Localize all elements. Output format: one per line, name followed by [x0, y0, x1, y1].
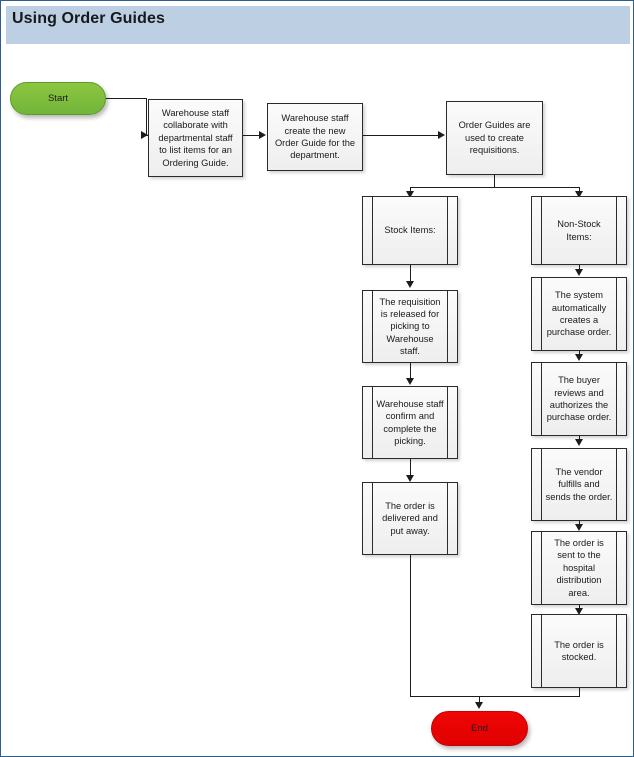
- predefined-sent-to-hospital-label: The order is sent to the hospital distri…: [554, 538, 604, 598]
- predefined-order-delivered[interactable]: The order is delivered and put away.: [362, 482, 458, 555]
- arrow-into-collaborate-icon: [141, 130, 148, 139]
- connector-split-right-drop: [579, 187, 580, 193]
- predefined-buyer-authorizes-label: The buyer reviews and authorizes the pur…: [546, 375, 612, 423]
- arrow-into-end-icon: [474, 702, 483, 709]
- process-collaborate-label: Warehouse staff collaborate with departm…: [158, 108, 233, 168]
- predefined-requisition-released[interactable]: The requisition is released for picking …: [362, 290, 458, 363]
- process-create-guide[interactable]: Warehouse staff create the new Order Gui…: [267, 103, 363, 171]
- predefined-non-stock-items-label: Non-Stock Items:: [557, 219, 601, 242]
- connector-split-left-drop: [410, 187, 411, 193]
- arrow-into-order-delivered-icon: [405, 475, 414, 482]
- predefined-order-delivered-label: The order is delivered and put away.: [382, 500, 438, 536]
- connector-create-to-requisitions: [363, 135, 441, 136]
- predefined-stock-items[interactable]: Stock Items:: [362, 196, 458, 265]
- connector-buyer-to-vendor: [579, 436, 580, 441]
- arrow-into-buyer-authorizes-icon: [574, 354, 583, 361]
- start-label: Start: [47, 93, 69, 104]
- connector-system-po-to-buyer: [579, 351, 580, 356]
- arrow-into-stock-items-icon: [405, 191, 414, 198]
- predefined-requisition-released-label: The requisition is released for picking …: [379, 296, 441, 357]
- predefined-system-creates-po-label: The system automatically creates a purch…: [546, 290, 612, 338]
- connector-hospital-to-stocked: [579, 605, 580, 610]
- predefined-stock-items-label: Stock Items:: [384, 225, 436, 236]
- diagram-canvas: Start Warehouse staff collaborate with d…: [6, 45, 630, 752]
- connector-stock-to-requisition-released: [410, 265, 411, 283]
- connector-stocked-to-end: [579, 688, 580, 696]
- arrow-into-requisition-released-icon: [405, 281, 414, 288]
- end-label: End: [471, 723, 488, 734]
- arrow-into-order-stocked-icon: [574, 608, 583, 615]
- arrow-into-system-creates-po-icon: [574, 269, 583, 276]
- arrow-into-requisitions-icon: [438, 130, 445, 139]
- predefined-order-stocked[interactable]: The order is stocked.: [531, 614, 627, 688]
- connector-vendor-to-hospital: [579, 521, 580, 526]
- predefined-system-creates-po[interactable]: The system automatically creates a purch…: [531, 277, 627, 351]
- predefined-vendor-fulfills-label: The vendor fulfills and sends the order.: [545, 466, 613, 502]
- connector-confirm-to-delivered: [410, 459, 411, 477]
- connector-merge-bus: [410, 696, 580, 697]
- connector-nonstock-to-system-po: [579, 265, 580, 271]
- arrow-into-confirm-picking-icon: [405, 378, 414, 385]
- header-bar: [6, 6, 630, 44]
- process-requisitions-label: Order Guides are used to create requisit…: [458, 120, 531, 156]
- predefined-confirm-picking[interactable]: Warehouse staff confirm and complete the…: [362, 386, 458, 459]
- predefined-confirm-picking-label: Warehouse staff confirm and complete the…: [376, 398, 444, 446]
- predefined-sent-to-hospital[interactable]: The order is sent to the hospital distri…: [531, 531, 627, 605]
- arrow-into-create-guide-icon: [259, 130, 266, 139]
- end-terminator[interactable]: End: [431, 711, 528, 746]
- connector-start-down: [146, 98, 147, 135]
- arrow-into-non-stock-items-icon: [574, 191, 583, 198]
- predefined-order-stocked-label: The order is stocked.: [554, 639, 604, 662]
- page-title: Using Order Guides: [12, 10, 165, 27]
- predefined-vendor-fulfills[interactable]: The vendor fulfills and sends the order.: [531, 448, 627, 521]
- arrow-into-sent-to-hospital-icon: [574, 524, 583, 531]
- predefined-non-stock-items[interactable]: Non-Stock Items:: [531, 196, 627, 265]
- process-requisitions[interactable]: Order Guides are used to create requisit…: [446, 101, 543, 175]
- start-terminator[interactable]: Start: [10, 82, 106, 115]
- connector-requisition-to-confirm: [410, 363, 411, 380]
- connector-collaborate-to-create: [243, 135, 262, 136]
- predefined-buyer-authorizes[interactable]: The buyer reviews and authorizes the pur…: [531, 362, 627, 436]
- connector-split-bus: [410, 187, 579, 188]
- connector-split-stem: [494, 175, 495, 187]
- connector-stock-branch-to-end: [410, 555, 411, 696]
- process-create-guide-label: Warehouse staff create the new Order Gui…: [274, 113, 356, 161]
- arrow-into-vendor-fulfills-icon: [574, 439, 583, 446]
- process-collaborate[interactable]: Warehouse staff collaborate with departm…: [148, 99, 243, 177]
- connector-end-stem: [479, 696, 480, 704]
- connector-start-right: [106, 98, 146, 99]
